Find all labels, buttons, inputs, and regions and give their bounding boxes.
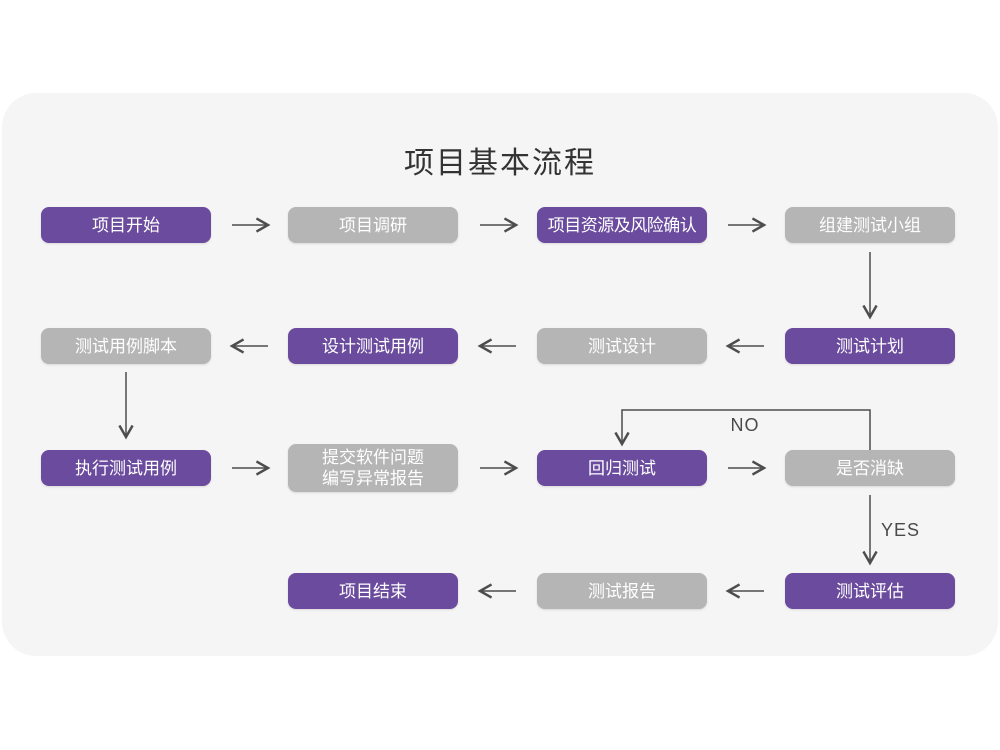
flow-node-label: 测试计划 [836,336,904,356]
diagram-title: 项目基本流程 [404,147,596,180]
flow-node-defect-resolved: 是否消缺 [785,450,955,486]
flow-node-project-start: 项目开始 [41,207,211,243]
flow-node-label: 提交软件问题 [322,448,424,467]
flow-node-label: 测试评估 [836,581,904,601]
flow-node-label: 是否消缺 [836,458,904,478]
flow-node-label: 测试设计 [588,336,656,356]
flow-node-label: 项目结束 [339,581,407,601]
flow-node-regression-test: 回归测试 [537,450,707,486]
edge-label-yes: YES [881,520,921,540]
flow-node-label: 项目开始 [92,215,160,235]
flow-node-test-plan: 测试计划 [785,328,955,364]
flow-node-test-case-scripts: 测试用例脚本 [41,328,211,364]
flow-node-design-test-cases: 设计测试用例 [288,328,458,364]
flow-node-label: 项目资源及风险确认 [547,215,697,235]
flow-node-label: 测试用例脚本 [75,336,177,356]
flow-node-project-research: 项目调研 [288,207,458,243]
flowchart-card [2,93,998,656]
flow-node-test-evaluation: 测试评估 [785,573,955,609]
flow-node-label: 组建测试小组 [819,215,921,235]
flow-node-build-test-team: 组建测试小组 [785,207,955,243]
flow-node-test-report: 测试报告 [537,573,707,609]
flow-node-label: 测试报告 [588,581,656,601]
flow-node-label: 项目调研 [339,215,407,235]
flow-node-test-design: 测试设计 [537,328,707,364]
flow-node-label: 执行测试用例 [75,458,177,478]
arrow-resolved-regression-no [614,409,871,450]
flow-node-project-end: 项目结束 [288,573,458,609]
flow-node-label: 回归测试 [588,458,656,478]
flow-node-execute-test-cases: 执行测试用例 [41,450,211,486]
edge-label-no: NO [730,415,760,435]
flow-node-resource-risk-confirm: 项目资源及风险确认 [537,207,707,243]
flow-node-label: 设计测试用例 [322,336,424,356]
flow-node-label-line2: 编写异常报告 [322,469,424,488]
flow-node-submit-issue-report: 提交软件问题 编写异常报告 [288,444,458,492]
